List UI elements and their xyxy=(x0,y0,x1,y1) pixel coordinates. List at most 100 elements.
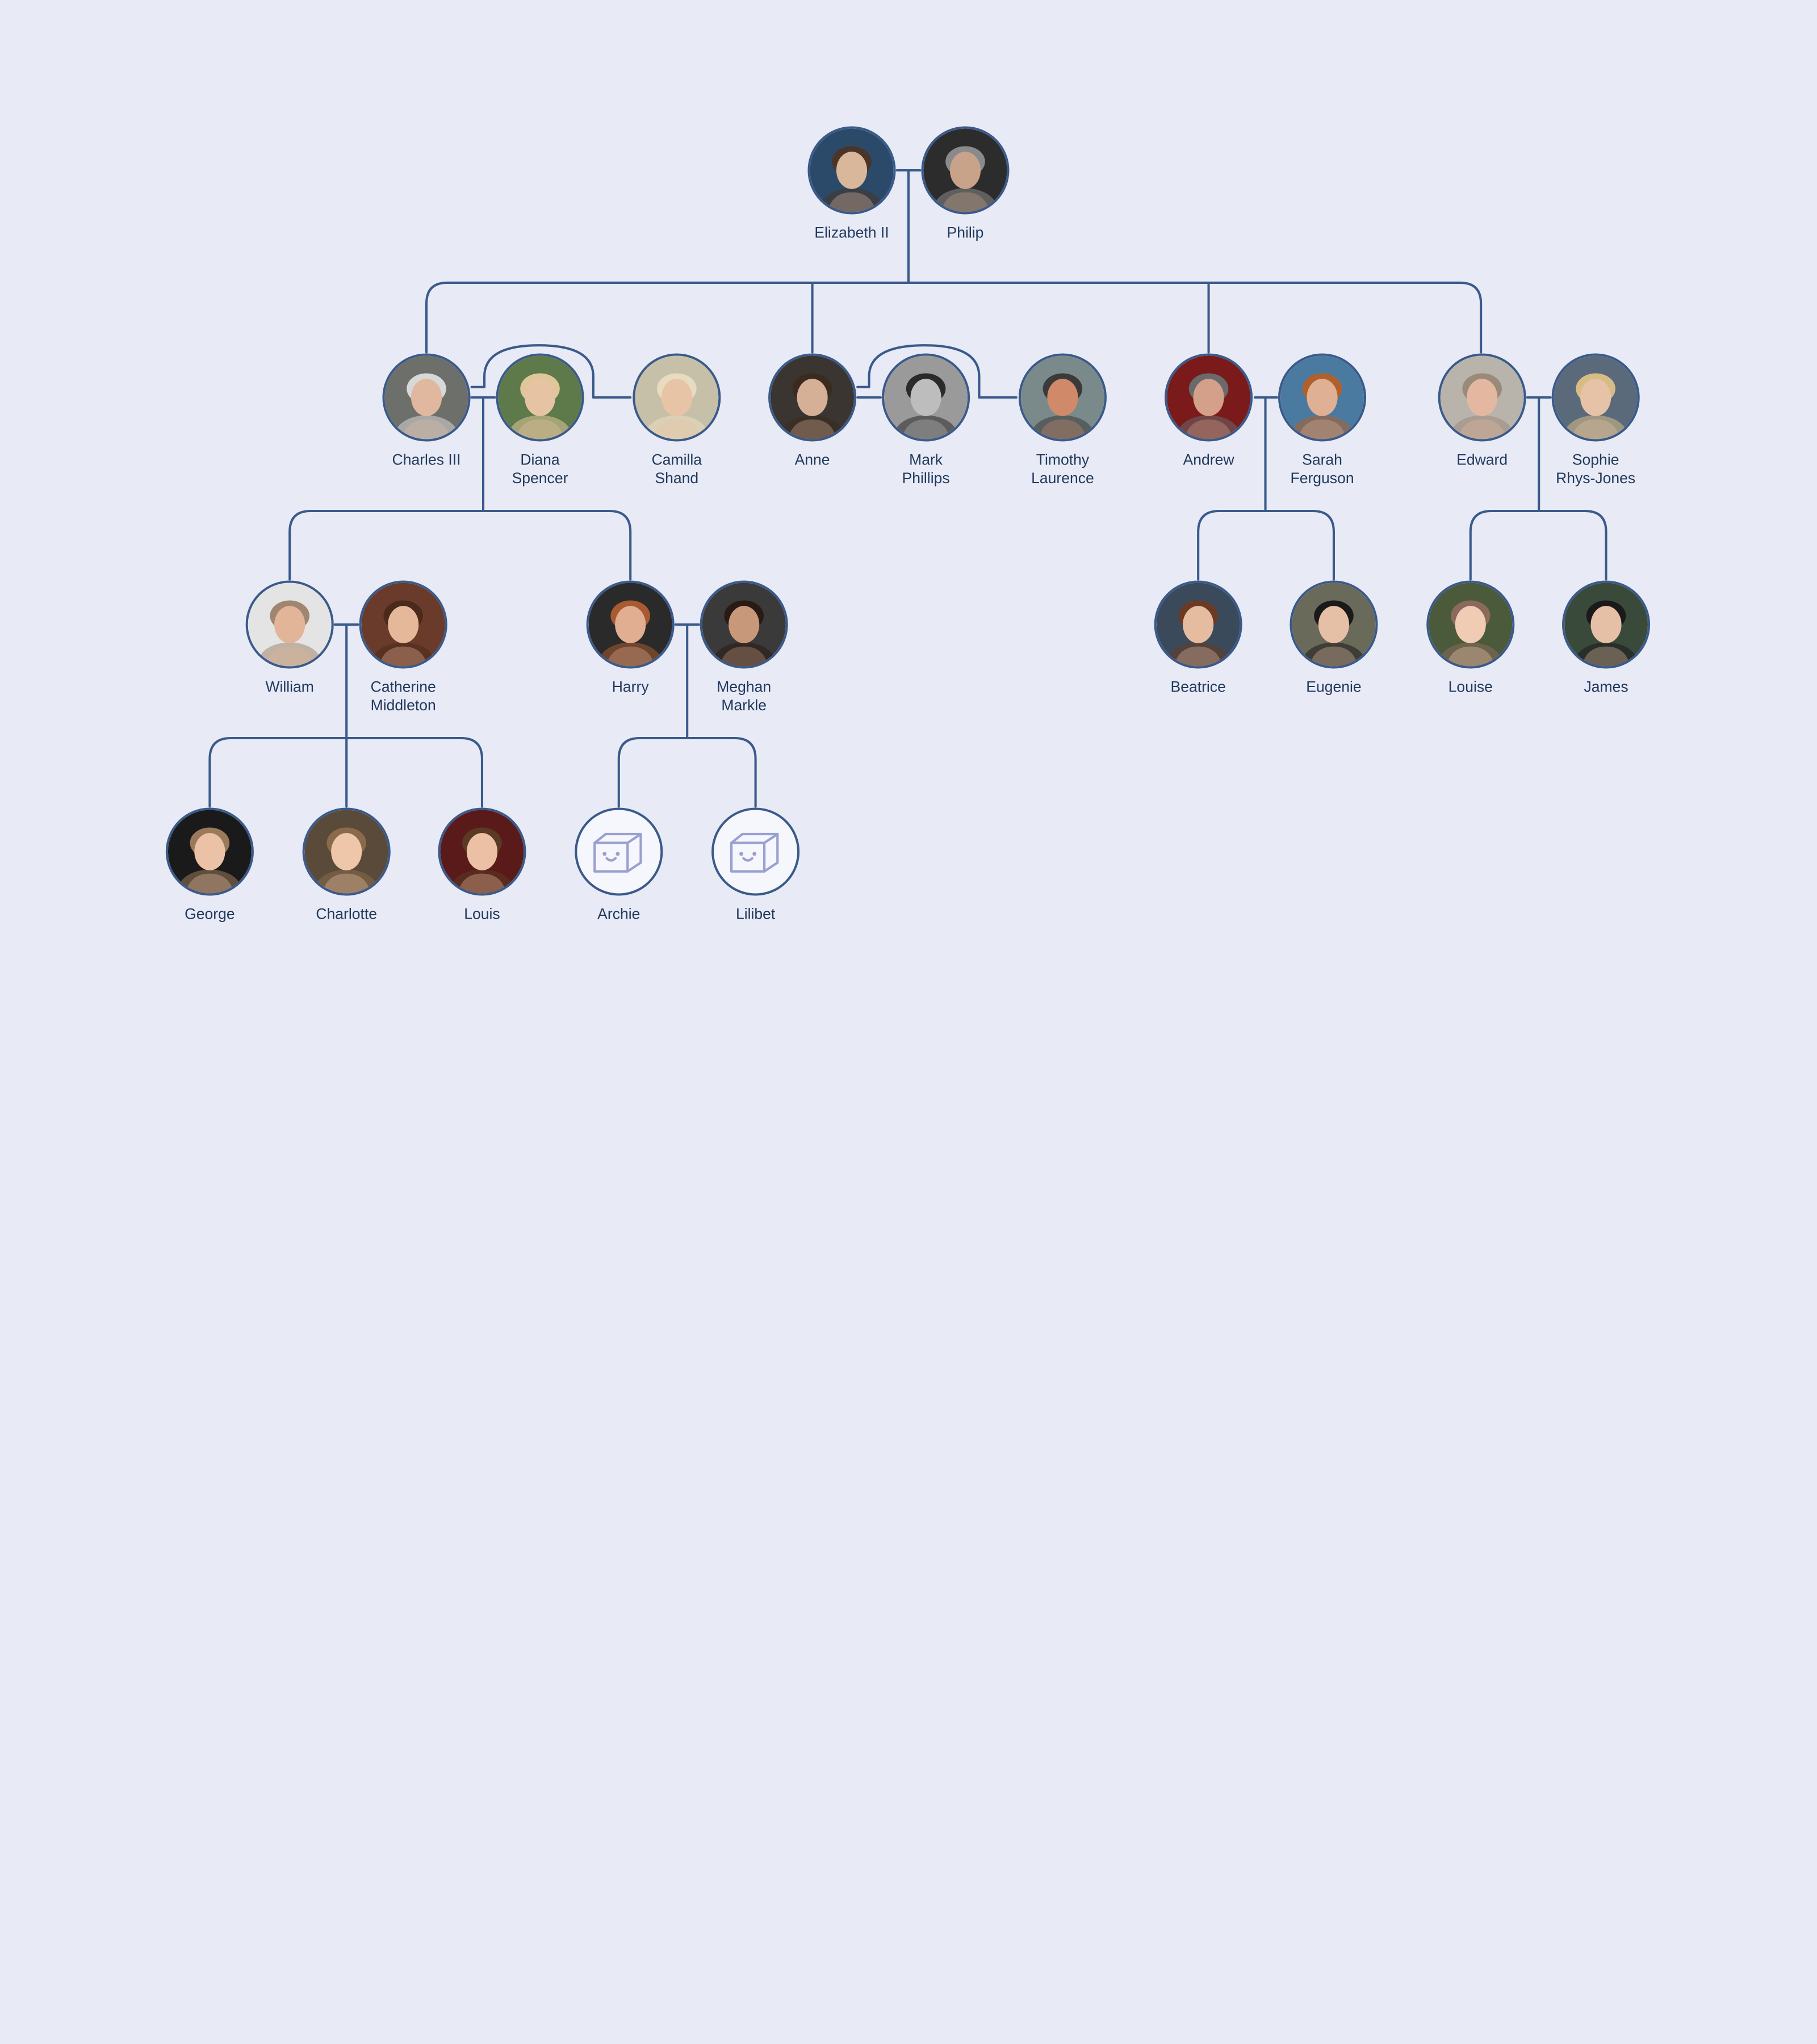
person-name: Andrew xyxy=(1183,450,1234,468)
portrait-charles xyxy=(384,355,468,439)
person-george: George xyxy=(140,807,279,923)
portrait-meghan xyxy=(702,583,786,667)
avatar xyxy=(1551,353,1640,442)
avatar xyxy=(382,353,471,442)
box-placeholder-icon xyxy=(711,807,800,896)
person-name: Meghan Markle xyxy=(717,677,772,714)
person-name: Diana Spencer xyxy=(512,450,568,487)
avatar xyxy=(768,353,857,442)
avatar xyxy=(1154,580,1242,669)
portrait-charlotte xyxy=(304,810,388,894)
portrait-mark xyxy=(884,355,968,439)
avatar xyxy=(1561,580,1651,669)
person-andrew: Andrew xyxy=(1139,353,1278,469)
person-name: Sarah Ferguson xyxy=(1290,450,1354,487)
connector-charles-diana xyxy=(470,396,496,513)
avatar xyxy=(1290,580,1378,669)
avatar xyxy=(1426,580,1515,669)
person-timothy: Timothy Laurence xyxy=(993,353,1132,488)
person-archie: Archie xyxy=(549,807,688,923)
portrait-sarah xyxy=(1280,355,1364,439)
person-name: Louise xyxy=(1448,677,1493,696)
person-william: William xyxy=(220,580,359,696)
person-name: Anne xyxy=(794,450,830,468)
portrait-elizabeth xyxy=(810,128,894,212)
avatar xyxy=(633,353,721,442)
avatar xyxy=(921,126,1010,215)
person-camilla: Camilla Shand xyxy=(607,353,746,488)
avatar xyxy=(1165,353,1253,442)
portrait-timothy xyxy=(1020,355,1104,439)
person-catherine: Catherine Middleton xyxy=(334,580,473,715)
person-name: Sophie Rhys-Jones xyxy=(1556,450,1636,487)
portrait-louis xyxy=(440,810,524,894)
person-james: James xyxy=(1537,580,1676,696)
person-louis: Louis xyxy=(413,807,552,923)
portrait-harry xyxy=(588,583,672,667)
portrait-diana xyxy=(498,355,582,439)
person-name: Beatrice xyxy=(1170,677,1226,696)
tree-connectors xyxy=(208,169,1607,808)
portrait-philip xyxy=(923,128,1007,212)
connector-elizabeth-philip xyxy=(895,169,922,284)
avatar xyxy=(586,580,675,669)
person-name: James xyxy=(1584,677,1628,696)
person-name: Charles III xyxy=(392,450,461,468)
connector-gen2-bar xyxy=(425,281,1483,354)
portrait-camilla xyxy=(635,355,719,439)
person-anne: Anne xyxy=(743,353,882,469)
person-lilibet: Lilibet xyxy=(686,807,825,923)
connector-gen3-edward-bar xyxy=(1469,509,1607,581)
portrait-william xyxy=(248,583,332,667)
person-meghan: Meghan Markle xyxy=(675,580,814,715)
person-name: Philip xyxy=(947,223,984,241)
portrait-eugenie xyxy=(1292,583,1376,667)
person-philip: Philip xyxy=(896,126,1035,242)
person-sophie: Sophie Rhys-Jones xyxy=(1526,353,1665,488)
portrait-edward xyxy=(1440,355,1524,439)
avatar xyxy=(1278,353,1367,442)
connector-gen4-harry-bar xyxy=(617,736,757,808)
person-name: Mark Phillips xyxy=(902,450,950,487)
connector-charles-camilla xyxy=(470,344,632,399)
avatar xyxy=(700,580,788,669)
person-edward: Edward xyxy=(1413,353,1552,469)
person-mark: Mark Phillips xyxy=(856,353,995,488)
person-name: Archie xyxy=(597,904,640,923)
person-charles: Charles III xyxy=(357,353,496,469)
avatar xyxy=(882,353,970,442)
avatar xyxy=(807,126,896,215)
avatar xyxy=(1438,353,1526,442)
portrait-catherine xyxy=(361,583,445,667)
person-louise: Louise xyxy=(1401,580,1540,696)
avatar xyxy=(1018,353,1107,442)
avatar xyxy=(438,807,526,896)
portrait-sophie xyxy=(1554,355,1638,439)
connector-andrew-sarah xyxy=(1254,396,1279,513)
person-name: William xyxy=(265,677,314,696)
connector-harry-meghan xyxy=(674,623,700,740)
person-elizabeth: Elizabeth II xyxy=(782,126,922,242)
person-name: George xyxy=(185,904,235,923)
avatar xyxy=(245,580,334,669)
avatar xyxy=(496,353,584,442)
person-name: Elizabeth II xyxy=(814,223,889,241)
connector-gen3-andrew-bar xyxy=(1197,509,1335,581)
person-harry: Harry xyxy=(561,580,700,696)
person-name: Charlotte xyxy=(316,904,378,923)
person-name: Lilibet xyxy=(735,904,776,923)
person-name: Eugenie xyxy=(1306,677,1362,696)
portrait-beatrice xyxy=(1156,583,1240,667)
portrait-james xyxy=(1564,583,1648,667)
person-eugenie: Eugenie xyxy=(1265,580,1404,696)
person-sarah: Sarah Ferguson xyxy=(1253,353,1392,488)
portrait-andrew xyxy=(1167,355,1251,439)
avatar xyxy=(165,807,254,896)
connector-william-catherine xyxy=(333,623,359,808)
person-name: Edward xyxy=(1456,450,1508,468)
person-name: Harry xyxy=(612,677,649,696)
connector-gen3-charles-bar xyxy=(288,509,632,581)
avatar xyxy=(302,807,391,896)
person-diana: Diana Spencer xyxy=(471,353,610,488)
connector-gen4-william-bar xyxy=(208,736,484,808)
